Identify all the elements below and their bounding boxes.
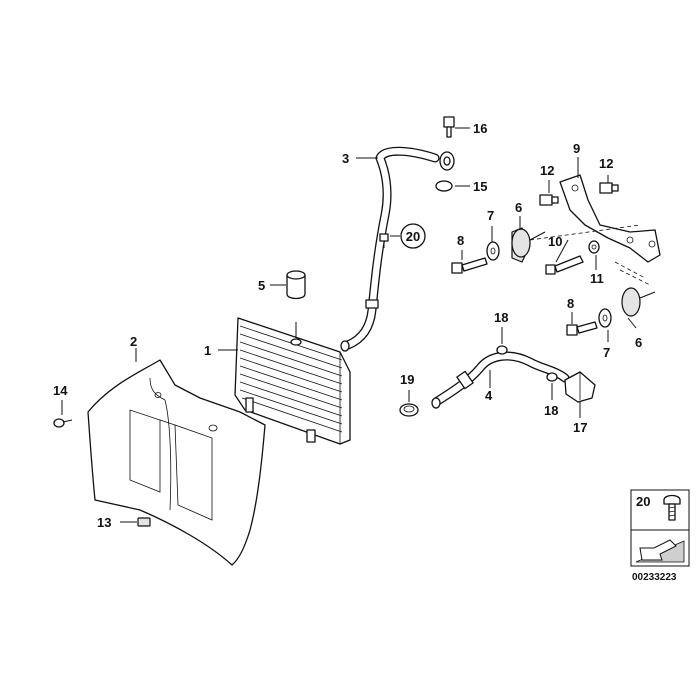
callout-17: 17 [573,420,587,435]
washer-11-part [588,240,600,254]
callout-20-circled: 20 [400,223,426,249]
callout-16: 16 [473,121,487,136]
callout-12b: 12 [599,156,613,171]
callout-10: 10 [548,234,562,249]
callout-8b: 8 [567,296,574,311]
assembly-lines [529,224,651,286]
callout-18b: 18 [544,403,558,418]
callout-11: 11 [590,271,604,286]
legend-number: 20 [636,494,650,509]
screw-16-part [443,116,455,138]
screw-8b-part [566,321,598,336]
leader-lines [61,127,637,523]
callout-7b: 7 [603,345,610,360]
callout-14: 14 [53,383,68,398]
oil-line-lower-part [431,351,570,409]
callout-7a: 7 [487,208,494,223]
bracket-part [559,174,661,263]
legend-arrow-icon [635,539,685,563]
callout-3: 3 [342,151,349,166]
oil-cooler-part [234,317,351,445]
callout-8a: 8 [457,233,464,248]
rubber-mount-6b-part [621,287,656,317]
legend-box: 20 00233223 [630,489,690,583]
callout-4: 4 [485,388,493,403]
washer-7b-part [598,308,612,328]
screw-12a-part [539,194,559,206]
screw-10-part [545,255,584,275]
callout-2: 2 [130,334,137,349]
screw-14-part [53,418,73,428]
sealing-ring-18a-part [496,345,508,355]
legend-screw-icon [663,494,681,521]
callout-19: 19 [400,372,414,387]
oil-line-part [340,146,455,352]
spacer-sleeve-part [286,270,306,300]
callout-6a: 6 [515,200,522,215]
callout-5: 5 [258,278,265,293]
rubber-mount-6a-part [511,227,546,263]
callout-15: 15 [473,179,487,194]
fairing-cover-part [87,359,266,566]
callout-20: 20 [406,229,420,244]
callout-12a: 12 [540,163,554,178]
callout-1: 1 [204,343,211,358]
screw-20-part [379,233,389,248]
hollow-bolt-part [564,371,596,403]
nut-13-part [137,517,151,527]
sealing-ring-18b-part [546,372,558,382]
callout-9: 9 [573,141,580,156]
hose-clip-part [399,403,419,417]
callout-13: 13 [97,515,111,530]
sealing-ring-15-part [435,180,453,192]
screw-12b-part [599,182,619,194]
washer-7a-part [486,241,500,261]
callout-18a: 18 [494,310,508,325]
callout-6b: 6 [635,335,642,350]
screw-8a-part [451,257,488,274]
document-number: 00233223 [632,572,677,583]
